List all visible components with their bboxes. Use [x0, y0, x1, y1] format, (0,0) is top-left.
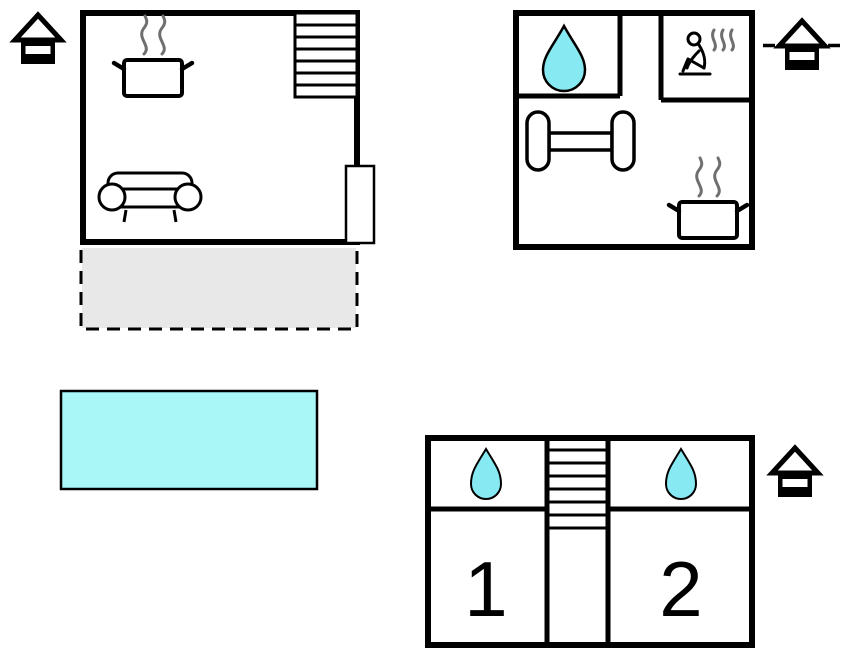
terrace — [82, 248, 356, 328]
sauna-icon — [678, 28, 735, 76]
swimming-pool — [59, 389, 319, 491]
bedroom-floor-plan: 1 2 — [425, 435, 755, 648]
entrance-icon-bedroom-floor — [772, 448, 818, 497]
shower-room-walls — [513, 13, 623, 99]
ground-floor-plan — [79, 10, 376, 331]
entrance-icon-top-floor — [779, 21, 825, 70]
bedroom-2-label: 2 — [659, 545, 702, 633]
sauna-room-walls — [658, 13, 752, 103]
fitness-dumbbell-icon — [525, 110, 636, 172]
steam-line — [711, 28, 717, 52]
shower-drop-icon — [541, 23, 587, 93]
shower-drop-icon — [469, 447, 503, 500]
entrance-icon-ground-floor — [15, 15, 61, 64]
steam-line — [720, 28, 726, 52]
steam-line — [729, 28, 735, 52]
shower-drop-icon — [664, 447, 698, 500]
door — [344, 164, 376, 245]
stairs-icon — [549, 448, 606, 530]
top-floor-plan — [513, 10, 755, 250]
bedroom-1-label: 1 — [464, 545, 507, 633]
stairs-icon — [293, 11, 359, 99]
sofa-icon — [97, 171, 203, 223]
terrace-dashed-border — [79, 250, 359, 331]
hall-walls — [544, 438, 611, 645]
